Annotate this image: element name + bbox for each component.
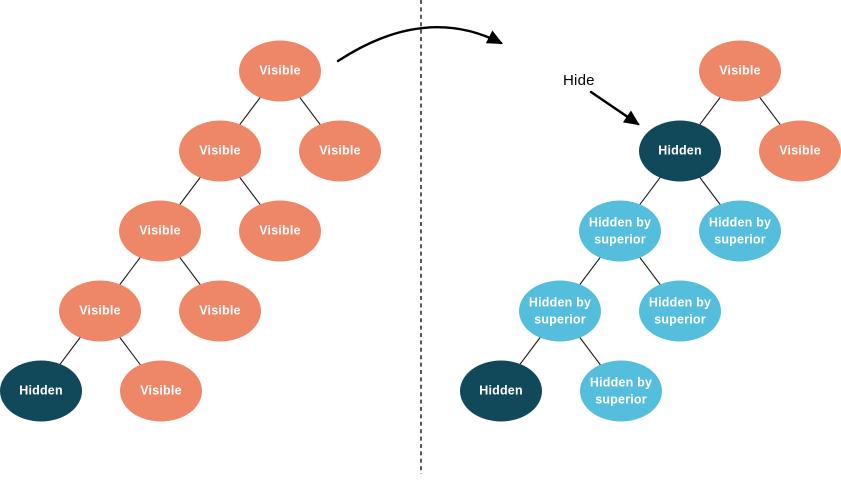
node-label: Visible <box>199 143 241 158</box>
node-label: Visible <box>140 383 182 398</box>
tree-node: Visible <box>239 40 321 102</box>
tree-node: Visible <box>119 200 201 262</box>
node-label: Hidden <box>658 143 702 158</box>
tree-node: Visible <box>239 200 321 262</box>
tree-node: Hidden by superior <box>579 200 661 262</box>
node-label: Visible <box>199 303 241 318</box>
tree-node: Visible <box>699 40 781 102</box>
tree-node: Visible <box>299 120 381 182</box>
node-label: Hidden <box>479 383 523 398</box>
node-label: Visible <box>259 63 301 78</box>
tree-node: Visible <box>59 280 141 342</box>
tree-node: Visible <box>179 280 261 342</box>
hide-arrow <box>589 90 640 126</box>
node-label: Visible <box>139 223 181 238</box>
node-label: Visible <box>79 303 121 318</box>
tree-node: Visible <box>179 120 261 182</box>
node-label: Visible <box>259 223 301 238</box>
node-label: Visible <box>719 63 761 78</box>
transform-arrow <box>336 26 503 63</box>
node-label: Hidden by superior <box>648 295 712 326</box>
node-label: Hidden by superior <box>589 375 653 406</box>
node-label: Visible <box>779 143 821 158</box>
node-label: Hidden by superior <box>528 295 592 326</box>
tree-node: Hidden by superior <box>639 280 721 342</box>
node-label: Visible <box>319 143 361 158</box>
tree-node: Hidden <box>0 360 82 422</box>
tree-node: Hidden by superior <box>699 200 781 262</box>
tree-node: Hidden <box>460 360 542 422</box>
tree-node: Hidden by superior <box>580 360 662 422</box>
node-label: Hidden by superior <box>708 215 772 246</box>
hide-label: Hide <box>563 72 595 89</box>
tree-node: Visible <box>120 360 202 422</box>
tree-node: Visible <box>759 120 841 182</box>
node-label: Hidden by superior <box>588 215 652 246</box>
tree-node: Hidden <box>639 120 721 182</box>
tree-node: Hidden by superior <box>519 280 601 342</box>
node-label: Hidden <box>19 383 63 398</box>
